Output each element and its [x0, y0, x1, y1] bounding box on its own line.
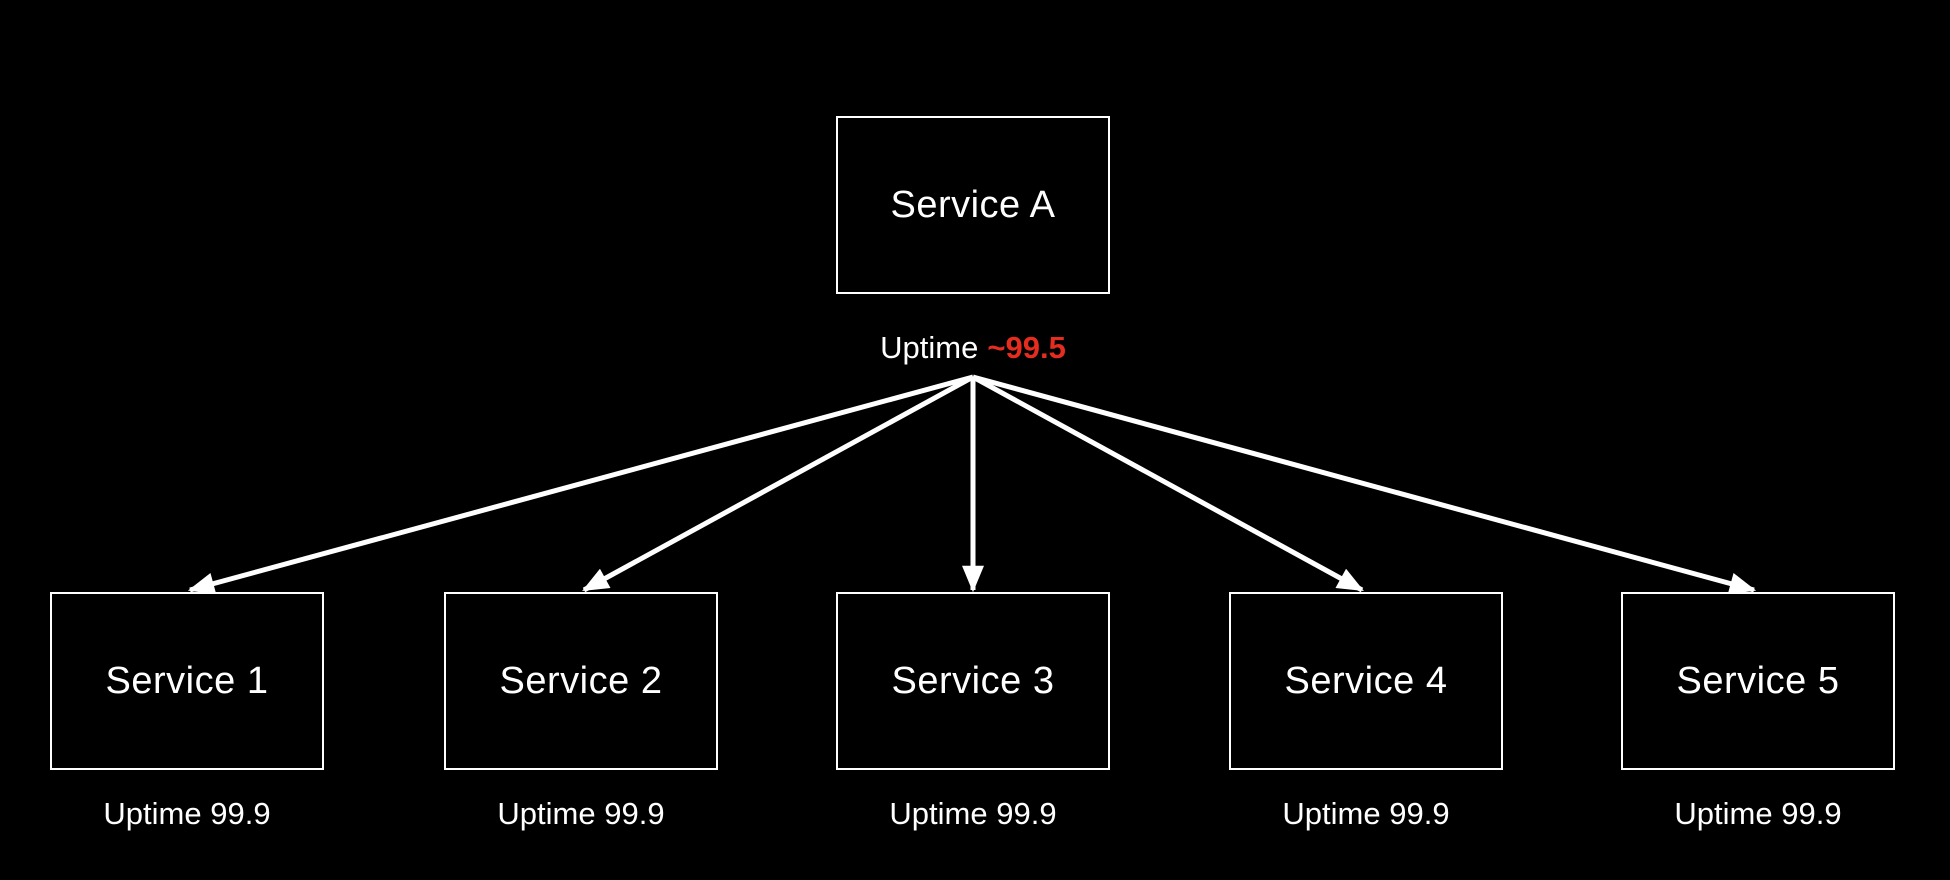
- service-a-node: Service A: [836, 116, 1110, 294]
- arrow-root-to-service-1: [187, 374, 974, 595]
- service-1-label: Service 1: [105, 659, 269, 702]
- arrow-root-to-service-5: [972, 374, 1757, 595]
- service-1-uptime: Uptime 99.9: [103, 796, 271, 831]
- service-3-uptime: Uptime 99.9: [889, 796, 1057, 831]
- service-5-label: Service 5: [1676, 659, 1840, 702]
- service-3-node: Service 3: [836, 592, 1110, 770]
- service-5-node: Service 5: [1621, 592, 1895, 770]
- service-2-uptime: Uptime 99.9: [497, 796, 665, 831]
- service-2-node: Service 2: [444, 592, 718, 770]
- service-4-uptime: Uptime 99.9: [1282, 796, 1450, 831]
- service-2-label: Service 2: [499, 659, 663, 702]
- service-4-label: Service 4: [1284, 659, 1448, 702]
- service-4-node: Service 4: [1229, 592, 1503, 770]
- arrow-root-to-service-2: [582, 374, 975, 593]
- service-1-node: Service 1: [50, 592, 324, 770]
- service-3-label: Service 3: [891, 659, 1055, 702]
- service-a-label: Service A: [890, 183, 1056, 226]
- service-a-uptime-prefix: Uptime: [880, 330, 979, 365]
- arrow-root-to-service-4: [971, 374, 1364, 593]
- service-a-uptime: Uptime~99.5: [836, 330, 1110, 366]
- service-5-uptime: Uptime 99.9: [1674, 796, 1842, 831]
- service-a-uptime-value: ~99.5: [987, 330, 1066, 365]
